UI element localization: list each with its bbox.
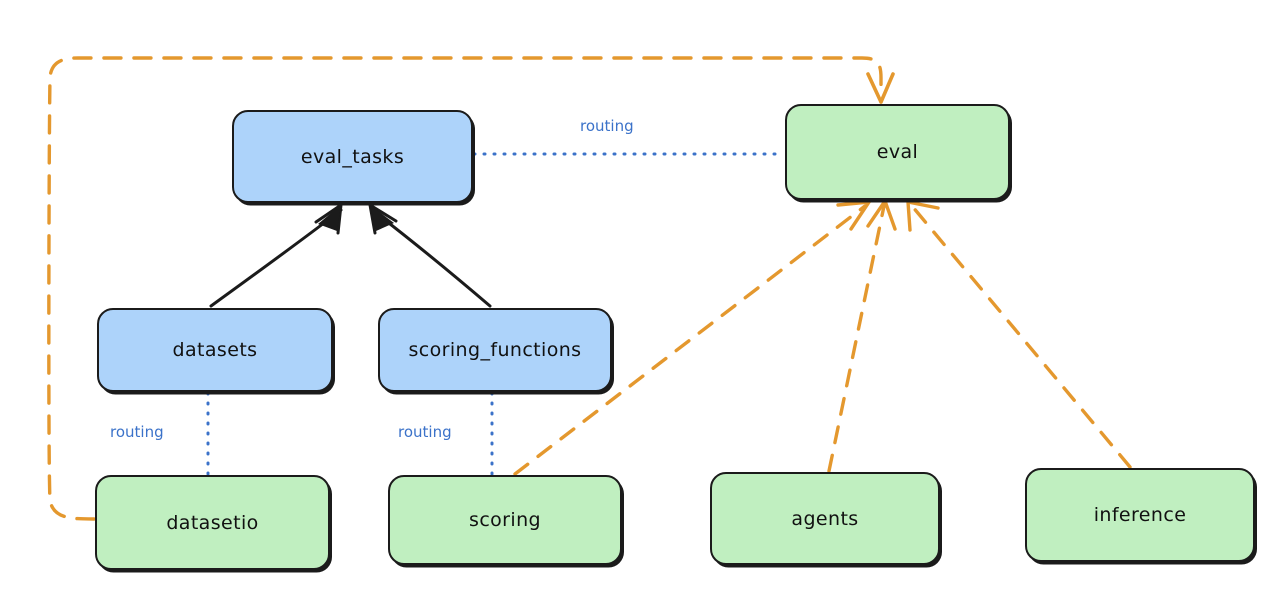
node-scoring-functions[interactable]: scoring_functions: [378, 308, 612, 392]
edge-label-routing-datasets: routing: [110, 423, 164, 441]
node-label-agents: agents: [791, 507, 859, 530]
node-datasetio[interactable]: datasetio: [95, 475, 330, 570]
node-label-eval-tasks: eval_tasks: [300, 145, 405, 168]
node-scoring[interactable]: scoring: [388, 475, 622, 565]
edge-label-routing-eval: routing: [580, 117, 634, 135]
edge-label-routing-scoring: routing: [398, 423, 452, 441]
edge-agents-to-eval: [827, 199, 897, 473]
node-label-scoring-functions: scoring_functions: [408, 339, 582, 361]
node-label-scoring: scoring: [469, 509, 541, 531]
node-datasets[interactable]: datasets: [97, 308, 333, 392]
node-label-eval: eval: [876, 141, 919, 163]
node-eval-tasks[interactable]: eval_tasks: [232, 110, 473, 203]
node-agents[interactable]: agents: [710, 472, 940, 565]
node-label-datasetio: datasetio: [166, 511, 259, 534]
node-eval[interactable]: eval: [785, 104, 1010, 200]
node-inference[interactable]: inference: [1025, 468, 1255, 562]
edge-inference-to-eval: [906, 200, 1132, 469]
node-label-inference: inference: [1093, 504, 1187, 526]
edge-datasets-to-eval-tasks: [209, 203, 343, 308]
edge-scoring-functions-to-eval-tasks: [368, 203, 492, 308]
node-label-datasets: datasets: [172, 339, 258, 361]
